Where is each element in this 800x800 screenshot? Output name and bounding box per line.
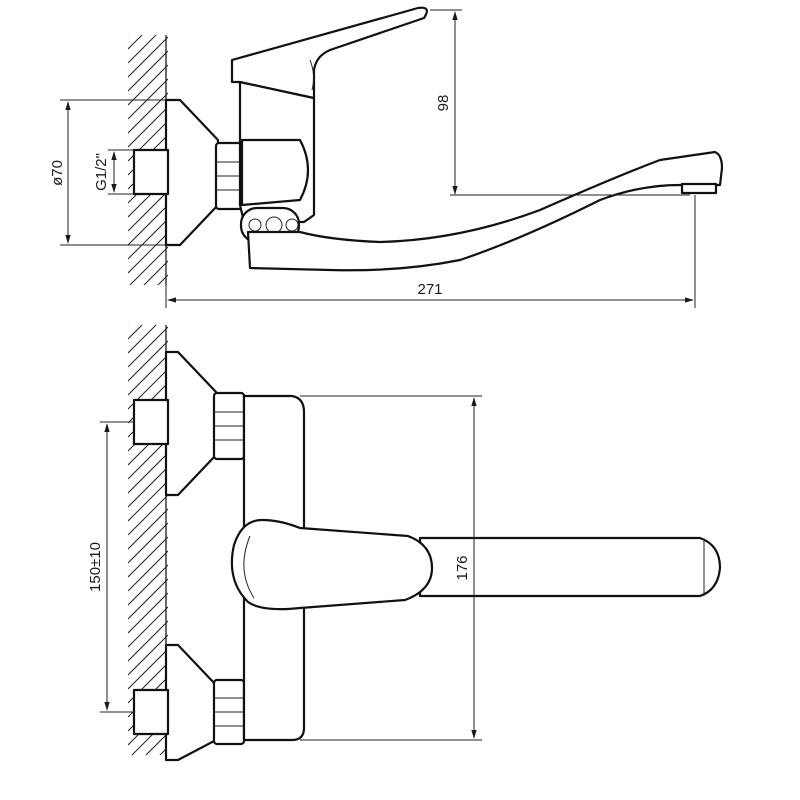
- body-coupling: [240, 138, 310, 207]
- hatch-line: [128, 35, 129, 36]
- hatch-line: [128, 325, 157, 354]
- hatch-line: [157, 274, 168, 285]
- lever-handle-front: [230, 518, 434, 611]
- hatch-line: [128, 536, 168, 578]
- hatch-line: [128, 64, 168, 106]
- hatch-line: [128, 564, 168, 606]
- hatch-line: [128, 578, 168, 620]
- dimension-271: 271: [165, 195, 696, 308]
- inlet-pipe-upper: [132, 398, 170, 446]
- hatch-line: [129, 246, 168, 285]
- front-view: 150±10 176: [87, 325, 722, 800]
- wall-flange-upper: [164, 350, 218, 497]
- spout-front: [418, 536, 722, 598]
- inlet-pipe-top: [132, 148, 170, 196]
- lever-handle-side: [230, 6, 428, 100]
- hatch-line: [128, 218, 168, 260]
- hatch-line: [128, 648, 168, 690]
- hatch-line: [128, 438, 168, 480]
- wall-flange-lower: [164, 643, 218, 762]
- dimension-98: 98: [430, 9, 690, 196]
- hatch-line: [128, 289, 168, 329]
- hatch-line: [128, 354, 168, 396]
- dim-70-label: ø70: [49, 160, 66, 186]
- thread-label: G1/2": [93, 153, 110, 191]
- hatch-line: [128, 340, 168, 382]
- hatch-line: [145, 732, 168, 755]
- dim-176-label: 176: [454, 555, 471, 580]
- hatch-line: [128, 325, 143, 340]
- hex-nut-top: [214, 141, 244, 211]
- hex-nut-upper: [212, 391, 246, 461]
- dim-271-label: 271: [417, 281, 442, 298]
- aerator-side: [680, 182, 718, 195]
- hatch-line: [128, 50, 168, 92]
- hatch-line: [128, 35, 157, 64]
- hatch-line: [128, 761, 168, 800]
- hatch-line: [128, 326, 168, 368]
- hatch-line: [128, 592, 168, 634]
- hatch-line: [128, 550, 168, 592]
- spout-side: [246, 150, 724, 272]
- hatch-line: [128, 78, 168, 120]
- hatch-line: [128, 466, 168, 508]
- wall-flange-top: [164, 98, 220, 247]
- hatch-line: [128, 606, 168, 648]
- hatch-line: [128, 494, 168, 536]
- hatch-line: [128, 190, 168, 232]
- hatch-line: [128, 452, 168, 494]
- hatch-line: [128, 232, 168, 274]
- hatch-line: [128, 36, 168, 78]
- hatch-line: [128, 204, 168, 246]
- dim-98-label: 98: [435, 95, 452, 112]
- hatch-line: [143, 260, 168, 285]
- dimension-176: 176: [300, 395, 482, 741]
- dim-150-label: 150±10: [87, 542, 104, 592]
- hatch-line: [159, 746, 168, 755]
- side-view: 98 ø70 G1/2" 271: [49, 6, 724, 329]
- hatch-line: [128, 35, 143, 50]
- dimension-diameter-70: ø70: [49, 99, 166, 246]
- dimension-thread: G1/2": [93, 149, 134, 195]
- hatch-line: [128, 634, 168, 676]
- hatch-line: [128, 620, 168, 662]
- hatch-line: [128, 480, 168, 522]
- hatch-line: [128, 508, 168, 550]
- hex-nut-lower: [212, 678, 246, 746]
- inlet-pipe-lower: [132, 688, 170, 736]
- hatch-line: [128, 106, 168, 148]
- hatch-line: [128, 522, 168, 564]
- dimension-150: 150±10: [87, 421, 134, 713]
- hatch-line: [128, 325, 129, 326]
